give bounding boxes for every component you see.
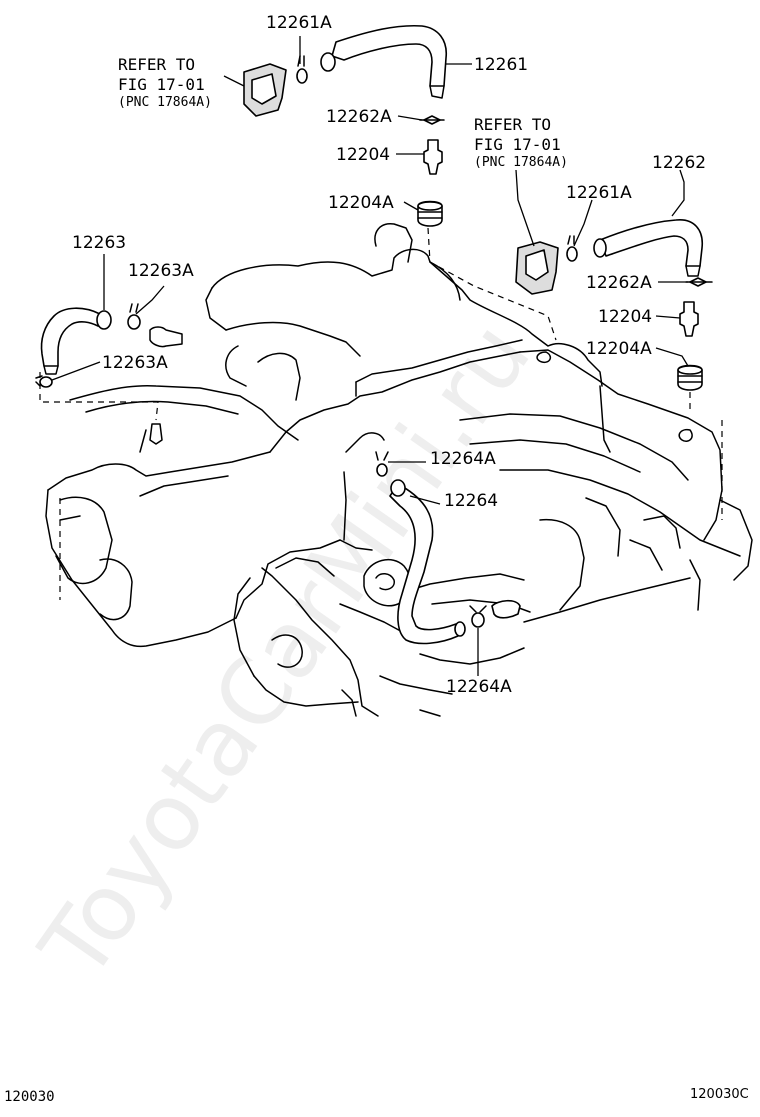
refer-left-line3: (PNC 17864A) [118, 95, 212, 110]
footer-right-code: 120030C [690, 1087, 749, 1102]
gasket-plate-left [243, 63, 287, 117]
leader-lines [51, 36, 689, 676]
hose-12261 [320, 24, 447, 99]
label-12264: 12264 [444, 491, 498, 511]
label-12204-top: 12204 [336, 145, 390, 165]
reference-note-right: REFER TO FIG 17-01 (PNC 17864A) [474, 115, 568, 170]
part-number-labels: 12261A 12261 12262A 12204 12204A 12262 1… [72, 13, 706, 697]
label-12263A-bottom: 12263A [102, 353, 168, 373]
refer-left-line2: FIG 17-01 [118, 75, 205, 94]
grommet-12204A-right [677, 364, 703, 391]
grommet-12204A-top [417, 200, 443, 227]
hose-12262 [593, 219, 703, 277]
label-12264A-top: 12264A [430, 449, 496, 469]
label-12261: 12261 [474, 55, 528, 75]
clamp-12261A-top [296, 55, 308, 84]
label-12262: 12262 [652, 153, 706, 173]
label-12261A-right: 12261A [566, 183, 632, 203]
pcv-valve-12204-right [679, 301, 699, 337]
hose-12264 [389, 479, 466, 645]
label-12263: 12263 [72, 233, 126, 253]
refer-left-line1: REFER TO [118, 55, 195, 74]
footer-left-code: 120030 [4, 1089, 55, 1105]
clamp-12263A-bottom [35, 375, 53, 388]
label-12262A-top: 12262A [326, 107, 392, 127]
refer-right-line3: (PNC 17864A) [474, 155, 568, 170]
reference-note-left: REFER TO FIG 17-01 (PNC 17864A) [118, 55, 212, 110]
label-12204A-right: 12204A [586, 339, 652, 359]
label-12204-right: 12204 [598, 307, 652, 327]
refer-right-line1: REFER TO [474, 115, 551, 134]
pcv-valve-12204-top [423, 139, 443, 175]
clamp-12263A-top [127, 303, 141, 330]
refer-right-line2: FIG 17-01 [474, 135, 561, 154]
label-12262A-right: 12262A [586, 273, 652, 293]
label-12263A-top: 12263A [128, 261, 194, 281]
assembly-dashed-lines [427, 227, 691, 410]
hose-12263 [40, 307, 112, 375]
grommet-12262A-top [419, 115, 445, 125]
clamp-12264A-bottom [469, 605, 487, 628]
clamp-12264A-top [375, 451, 389, 477]
label-12264A-bottom: 12264A [446, 677, 512, 697]
clamp-12261A-right [566, 235, 578, 262]
grommet-12262A-right [685, 277, 713, 287]
label-12261A-top: 12261A [266, 13, 332, 33]
label-12204A-top: 12204A [328, 193, 394, 213]
gasket-plate-right [515, 241, 559, 295]
pipe-fitting [491, 599, 521, 619]
